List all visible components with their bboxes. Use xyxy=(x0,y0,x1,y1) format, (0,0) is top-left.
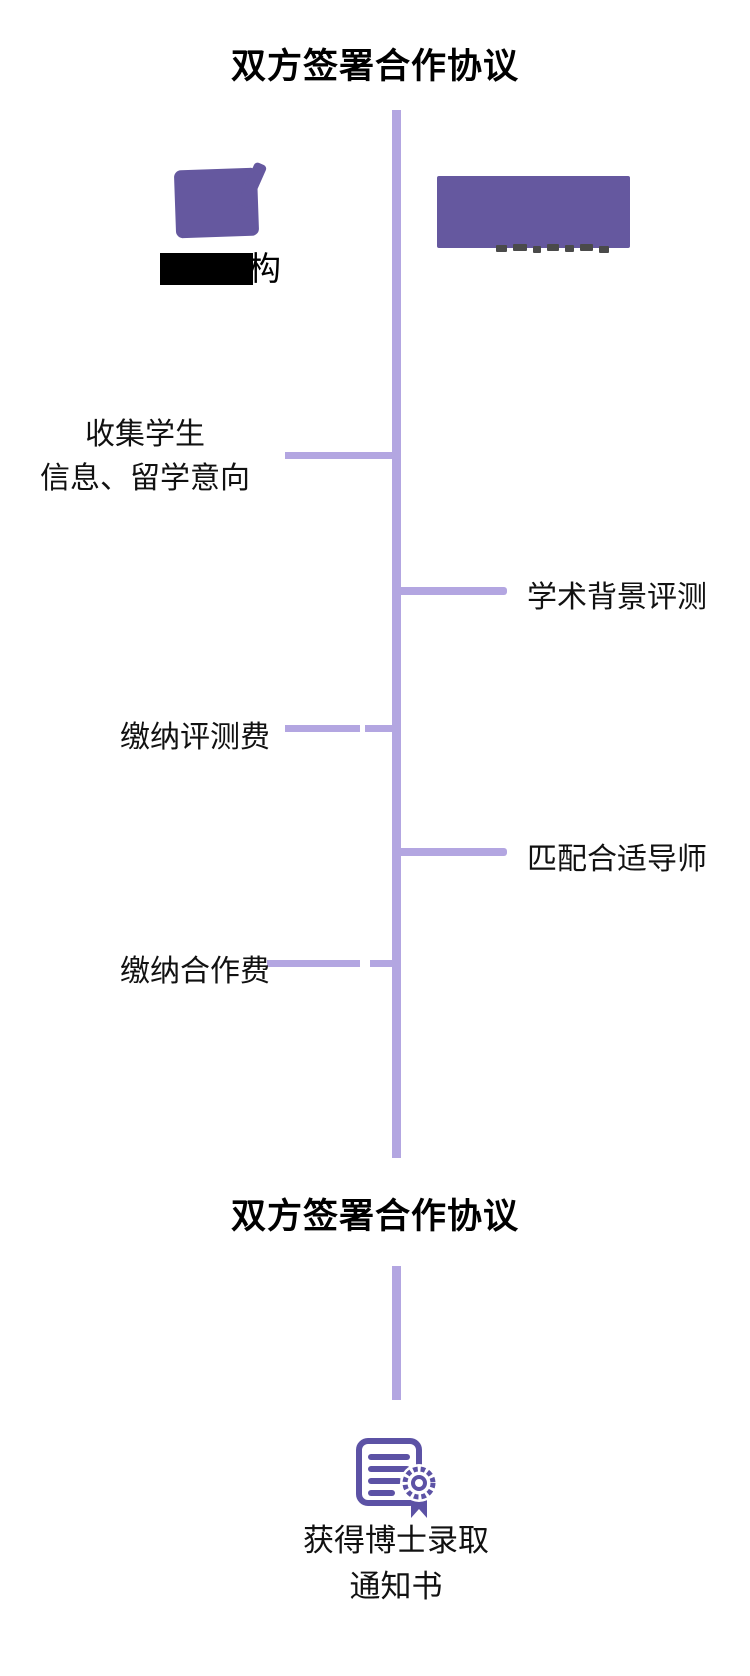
step-label-cooperation-fee: 缴纳合作费 xyxy=(120,955,270,988)
redacted-org-visible-char: 构 xyxy=(248,250,281,287)
graduation-cap-icon xyxy=(173,161,283,244)
connector-cooperation-fee-dash2 xyxy=(370,960,397,967)
connector-assessment xyxy=(397,587,507,595)
connector-mentor-match xyxy=(397,848,507,856)
step-label-collect-info-line2: 信息、留学意向 xyxy=(40,462,250,495)
connector-collect-info xyxy=(285,452,397,459)
step-label-mentor-match: 匹配合适导师 xyxy=(527,843,707,876)
redacted-org-label: 构 xyxy=(160,251,290,287)
org-banner-rect xyxy=(437,176,630,248)
connector-cooperation-fee-dash1 xyxy=(267,960,360,967)
connector-evaluation-fee-dash2 xyxy=(365,725,397,732)
timeline-line-lower xyxy=(392,1266,401,1400)
timeline-line-upper xyxy=(392,110,401,1158)
page-title-top: 双方签署合作协议 xyxy=(230,47,519,86)
connector-evaluation-fee-dash1 xyxy=(285,725,360,732)
step-label-assessment: 学术背景评测 xyxy=(527,581,707,614)
page-title-middle: 双方签署合作协议 xyxy=(230,1197,519,1236)
certificate-icon xyxy=(356,1438,438,1518)
admission-notice-line2: 通知书 xyxy=(349,1569,443,1604)
step-label-evaluation-fee: 缴纳评测费 xyxy=(120,721,270,754)
clipped-text-fragment xyxy=(496,244,636,253)
step-label-collect-info-line1: 收集学生 xyxy=(85,418,205,451)
admission-notice-line1: 获得博士录取 xyxy=(303,1523,489,1558)
step-label-collect-info: 收集学生 信息、留学意向 xyxy=(20,413,270,501)
step-label-admission-notice: 获得博士录取 通知书 xyxy=(246,1518,546,1610)
redaction-box xyxy=(160,253,253,285)
